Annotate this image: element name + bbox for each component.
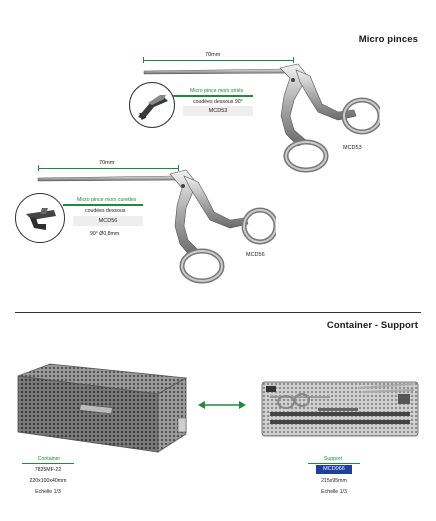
dimension-line-top [143,60,293,61]
detail-circle-bottom [15,193,65,243]
instrument-code-bottom: MCD56 [73,216,143,226]
container-code: 7825MF-22 [34,467,62,473]
container-underline [22,463,74,464]
detail-circle-top [129,82,175,128]
instrument-code-side-top: MCD53 [343,145,362,151]
callout-line-bottom [63,204,143,206]
support-underline [308,463,360,464]
dimension-tick-right-bottom [178,165,179,171]
container-scale: Echelle 1/3 [35,489,61,495]
support-code: MCD066 [316,465,352,474]
support-scale: Echelle 1/3 [321,489,347,495]
dimension-label-bottom: 70mm [99,160,115,166]
section-title-micro-pinces: Micro pinces [358,34,418,45]
instrument-name-top: Micro pince mors striés [190,88,244,94]
instrument-desc-top: coudées dessous 90° [193,99,243,105]
callout-line-top [173,95,253,97]
bidirectional-arrow-icon [198,401,246,409]
instrument-size-bottom: 90° Ø0,8mm [90,231,120,237]
dimension-tick-left-bottom [38,165,39,171]
jaw-detail-top-icon [138,95,168,121]
dimension-label-top: 70mm [205,52,221,58]
container-dims: 220x100x40mm [29,478,67,484]
support-title: Support [323,456,343,462]
section-title-container-support: Container - Support [326,320,418,331]
support-dims: 215x95mm [321,478,347,484]
section-divider [15,312,421,313]
jaw-detail-bottom-icon [26,208,56,230]
container-title: Container [37,456,61,462]
micro-pince-top-illustration [143,63,380,173]
dimension-tick-left-top [143,57,144,63]
instrument-code-top: MCD53 [183,106,253,116]
micro-pince-bottom-illustration [37,169,276,284]
instrument-code-side-bottom: MCD56 [246,252,265,258]
instrument-name-bottom: Micro pince mors curettes [77,197,137,203]
container-illustration [17,363,188,453]
dimension-line-bottom [38,168,178,169]
support-tray-illustration [261,381,419,437]
dimension-tick-right-top [293,57,294,63]
instrument-desc-bottom: coudées dessous [85,208,126,214]
